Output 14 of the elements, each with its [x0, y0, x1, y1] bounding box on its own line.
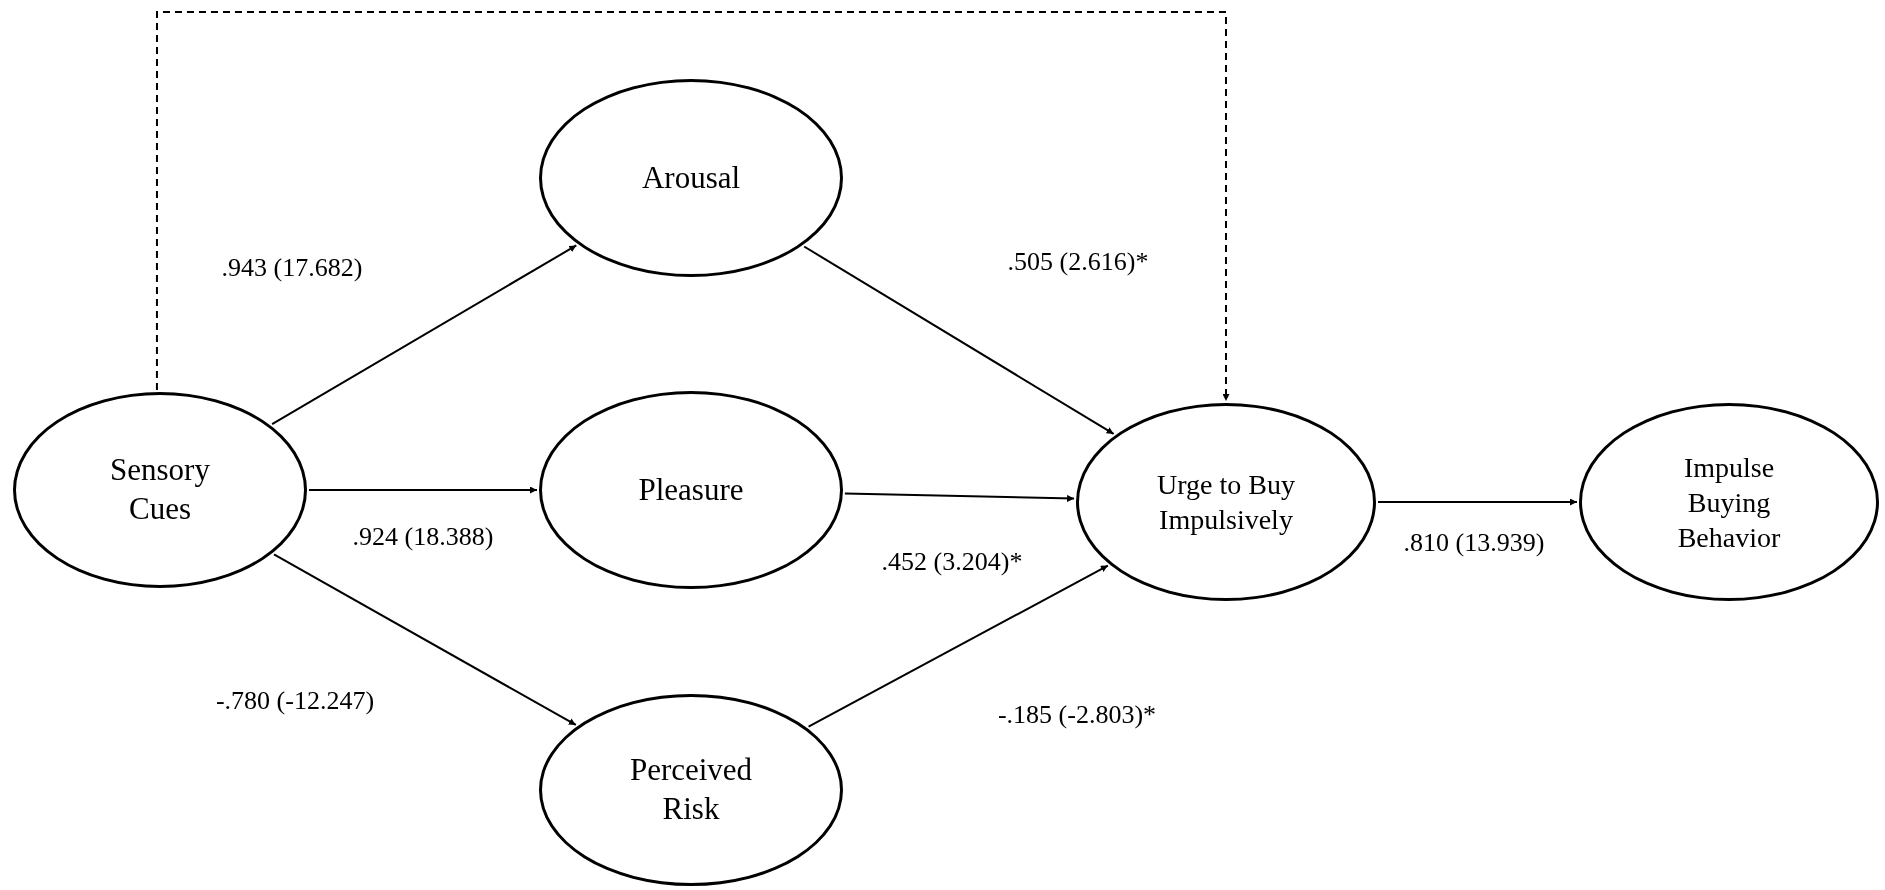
node-label: Urge to Buy Impulsively — [1156, 468, 1296, 537]
dashed-arrow — [155, 11, 1230, 402]
node-label: Sensory Cues — [109, 451, 211, 528]
arrow — [308, 486, 538, 494]
node-label: Perceived Risk — [628, 751, 754, 828]
arrow — [273, 553, 577, 726]
arrow — [807, 564, 1109, 728]
arrow — [843, 492, 1076, 502]
arrow — [803, 245, 1115, 435]
arrow — [1377, 498, 1578, 506]
node-label: Impulse Buying Behavior — [1676, 450, 1782, 555]
node-label: Arousal — [641, 158, 741, 197]
arrow — [271, 244, 578, 426]
node-label: Pleasure — [638, 470, 744, 509]
